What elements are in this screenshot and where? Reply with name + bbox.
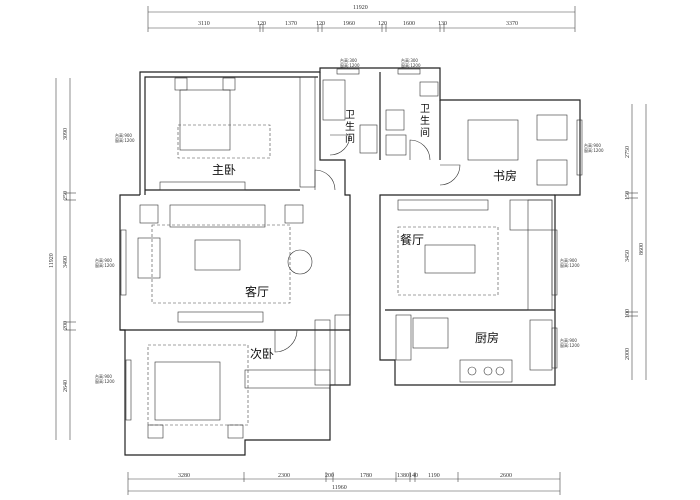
note-height: 窗高:1200 (584, 147, 604, 153)
room-living: 客厅 (245, 284, 269, 299)
room-bath1: 生 (345, 120, 355, 133)
dim-bottom: 1780 (360, 473, 372, 479)
top-dimensions: 11920 3110 120 1370 120 1960 120 1600 13… (147, 5, 576, 32)
dim-top: 3110 (198, 21, 210, 27)
dim-left: 200 (63, 321, 69, 330)
room-bath2: 间 (420, 126, 430, 139)
room-second-bedroom: 次卧 (250, 347, 274, 361)
dim-bottom: 2600 (500, 473, 512, 479)
room-dining: 餐厅 (400, 232, 424, 247)
note-sill: 台高:300 (340, 57, 357, 63)
dim-bottom: 2300 (278, 473, 290, 479)
right-dimensions: 2750 150 3450 100 2000 8600 (625, 104, 647, 380)
note-sill: 台高:300 (401, 57, 418, 63)
room-bath2: 卫 (420, 104, 430, 115)
room-bath1: 卫 (345, 110, 355, 121)
dim-right: 150 (625, 191, 631, 200)
note-sill: 台高:900 (95, 373, 112, 379)
room-kitchen: 厨房 (475, 330, 499, 345)
note-height: 窗高:1200 (340, 62, 360, 68)
dim-left: 3090 (63, 128, 69, 140)
dim-right: 2750 (625, 146, 631, 158)
dim-top: 130 (438, 21, 447, 27)
dim-left-total: 11920 (49, 253, 55, 268)
dim-left: 250 (63, 191, 69, 200)
dim-top-total: 11920 (353, 5, 368, 11)
note-sill: 台高:900 (115, 132, 132, 138)
dim-bottom: 1190 (428, 473, 440, 479)
dim-left: 3490 (63, 256, 69, 268)
dim-bottom: 140 (409, 473, 418, 479)
dim-right: 3450 (625, 250, 631, 262)
note-height: 窗高:1200 (560, 342, 580, 348)
room-labels: 主卧 卫 生 间 卫 生 间 书房 餐厅 客厅 厨房 次卧 (212, 104, 517, 361)
room-study: 书房 (493, 168, 517, 183)
dim-bottom-total: 11960 (332, 485, 347, 491)
note-sill: 台高:900 (560, 337, 577, 343)
note-height: 窗高:1200 (560, 262, 580, 268)
furniture (137, 76, 568, 439)
dim-top: 120 (257, 21, 266, 27)
dim-top: 120 (316, 21, 325, 27)
note-height: 窗高:1200 (115, 137, 135, 143)
doors (274, 134, 461, 353)
walls (119, 67, 581, 456)
dim-bottom: 200 (325, 473, 334, 479)
note-sill: 台高:900 (584, 142, 601, 148)
dim-right: 100 (625, 309, 631, 318)
bottom-dimensions: 3280 2300 200 1780 1380 140 1190 2600 11… (127, 472, 561, 495)
dim-bottom: 1380 (397, 473, 409, 479)
dim-top: 1600 (403, 21, 415, 27)
dim-top: 1960 (343, 21, 355, 27)
dim-right: 2000 (625, 348, 631, 360)
note-sill: 台高:900 (95, 257, 112, 263)
room-bath2: 生 (420, 114, 430, 127)
left-dimensions: 3090 250 3490 200 2640 11920 (49, 78, 76, 440)
room-bath1: 间 (345, 132, 355, 145)
window-notes: 台高:300 窗高:1200 台高:300 窗高:1200 台高:900 窗高:… (95, 57, 604, 384)
note-sill: 台高:900 (560, 257, 577, 263)
dim-bottom: 3280 (178, 473, 190, 479)
dim-left: 2640 (63, 380, 69, 392)
dim-right-total: 8600 (639, 243, 645, 255)
dim-top: 3370 (506, 21, 518, 27)
dim-top: 1370 (285, 21, 297, 27)
note-height: 窗高:1200 (95, 378, 115, 384)
room-master-bedroom: 主卧 (212, 163, 236, 177)
dim-top: 120 (378, 21, 387, 27)
note-height: 窗高:1200 (95, 262, 115, 268)
note-height: 窗高:1200 (401, 62, 421, 68)
